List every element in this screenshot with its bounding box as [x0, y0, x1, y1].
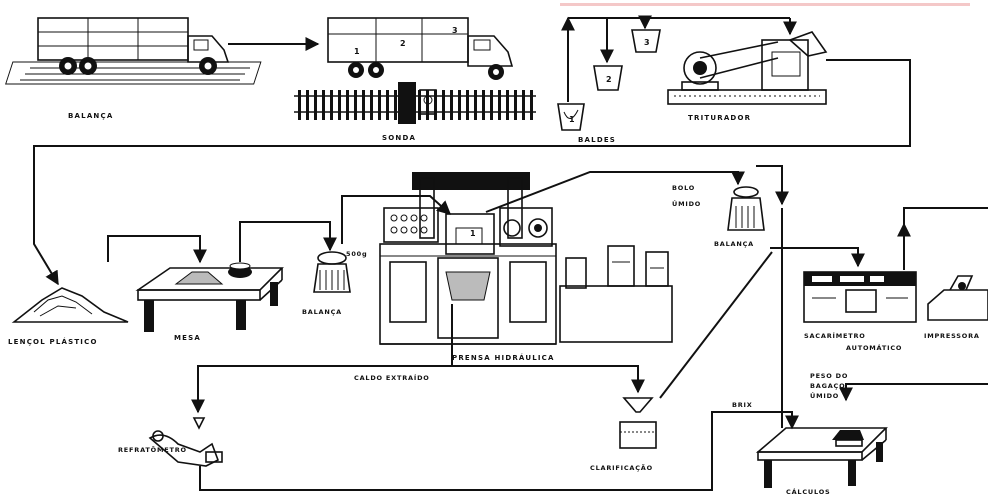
prensa-knob: [391, 227, 397, 233]
bolo-label-2: ÚMIDO: [672, 199, 701, 208]
calculos-label: CÁLCULOS: [786, 487, 831, 495]
flow-arrow-to-balanca-2: [240, 222, 330, 262]
flow-arrow-brix-to-calculos: [200, 412, 792, 490]
rail-tie: [306, 90, 309, 120]
clarificacao-label: CLARIFICAÇÃO: [590, 463, 653, 472]
prensa-knob: [401, 215, 407, 221]
rail-tie: [466, 90, 469, 120]
calculos-illustration: [758, 428, 886, 488]
refratometro-illustration: [150, 418, 222, 466]
peso-500g-label: 500g: [346, 250, 367, 258]
prensa-knob: [411, 227, 417, 233]
prensa-knob: [411, 215, 417, 221]
bucket-1: 1: [569, 115, 575, 124]
bolo-label-1: BOLO: [672, 184, 695, 192]
rail-tie: [482, 90, 485, 120]
sacarimetro-label-2: AUTOMÁTICO: [846, 343, 902, 352]
prensa-knob: [421, 215, 427, 221]
prensa-label: PRENSA HIDRÁULICA: [452, 353, 555, 362]
rail-tie: [338, 90, 341, 120]
rail-tie: [346, 90, 349, 120]
rail-tie: [514, 90, 517, 120]
rail-tie: [442, 90, 445, 120]
prensa-knob: [401, 227, 407, 233]
truck-section-1: 1: [354, 47, 360, 56]
truck-on-scale-illustration: [6, 18, 261, 84]
peso-bagaco-label-3: ÚMIDO: [810, 391, 839, 400]
sacarimetro-illustration: [804, 272, 916, 322]
truck-section-2: 2: [400, 39, 406, 48]
rail-tie: [498, 90, 501, 120]
balanca-2-illustration: [314, 252, 350, 292]
rail-tie: [506, 90, 509, 120]
flow-arrow-impressora-to-calculos: [846, 384, 988, 400]
rail-tie: [474, 90, 477, 120]
balanca-3-illustration: [728, 187, 764, 230]
rail-tie: [314, 90, 317, 120]
impressora-illustration: [928, 276, 988, 320]
triturador-label: TRITURADOR: [688, 114, 751, 122]
rail-tie: [490, 90, 493, 120]
rail-tie: [322, 90, 325, 120]
flow-arrow-to-clarificacao: [452, 366, 638, 392]
lencol-plastico-illustration: [14, 288, 128, 322]
rail-tie: [386, 90, 389, 120]
mesa-illustration: [138, 263, 282, 332]
bucket-3: 3: [644, 38, 650, 47]
rail-tie: [298, 90, 301, 120]
clarificacao-illustration: [620, 398, 656, 448]
mesa-label: MESA: [174, 334, 201, 342]
sonda-label: SONDA: [382, 134, 416, 142]
top-strip: [560, 3, 970, 6]
rail-tie: [450, 90, 453, 120]
refratometro-label: REFRATÔMETRO: [118, 445, 187, 454]
flow-line-sacarimetro-to-impressora: [904, 208, 988, 270]
triturador-illustration: [668, 32, 826, 104]
balanca-label-3: BALANÇA: [714, 240, 754, 248]
rail-tie: [362, 90, 365, 120]
rail-tie: [458, 90, 461, 120]
rail-tie: [330, 90, 333, 120]
prensa-knob: [391, 215, 397, 221]
rail-tie: [378, 90, 381, 120]
lencol-label: LENÇOL PLÁSTICO: [8, 337, 98, 346]
rail-tie: [370, 90, 373, 120]
prensa-knob: [421, 227, 427, 233]
flow-line-clarificacao-up: [660, 252, 772, 398]
balanca-label-2: BALANÇA: [302, 308, 342, 316]
prensa-hidraulica-illustration: [380, 172, 672, 344]
sonda-rail-illustration: [294, 82, 536, 124]
peso-bagaco-label-1: PESO DO: [810, 372, 848, 380]
brix-label: BRIX: [732, 401, 753, 409]
rail-tie: [530, 90, 533, 120]
sacarimetro-label-1: SACARÍMETRO: [804, 331, 866, 340]
rail-tie: [522, 90, 525, 120]
peso-bagaco-label-2: BAGAÇO: [810, 382, 845, 390]
baldes-label: BALDES: [578, 136, 616, 144]
prensa-position-1: 1: [470, 229, 476, 238]
rail-tie: [426, 90, 429, 120]
flow-arrow-to-sacarimetro: [770, 248, 858, 266]
truck-section-3: 3: [452, 26, 458, 35]
rail-tie: [354, 90, 357, 120]
rail-tie: [394, 90, 397, 120]
bucket-2: 2: [606, 75, 612, 84]
balanca-label-1: BALANÇA: [68, 112, 113, 120]
caldo-label: CALDO EXTRAÍDO: [354, 373, 430, 382]
impressora-label: IMPRESSORA: [924, 332, 980, 340]
flow-arrow-to-mesa: [108, 236, 200, 262]
